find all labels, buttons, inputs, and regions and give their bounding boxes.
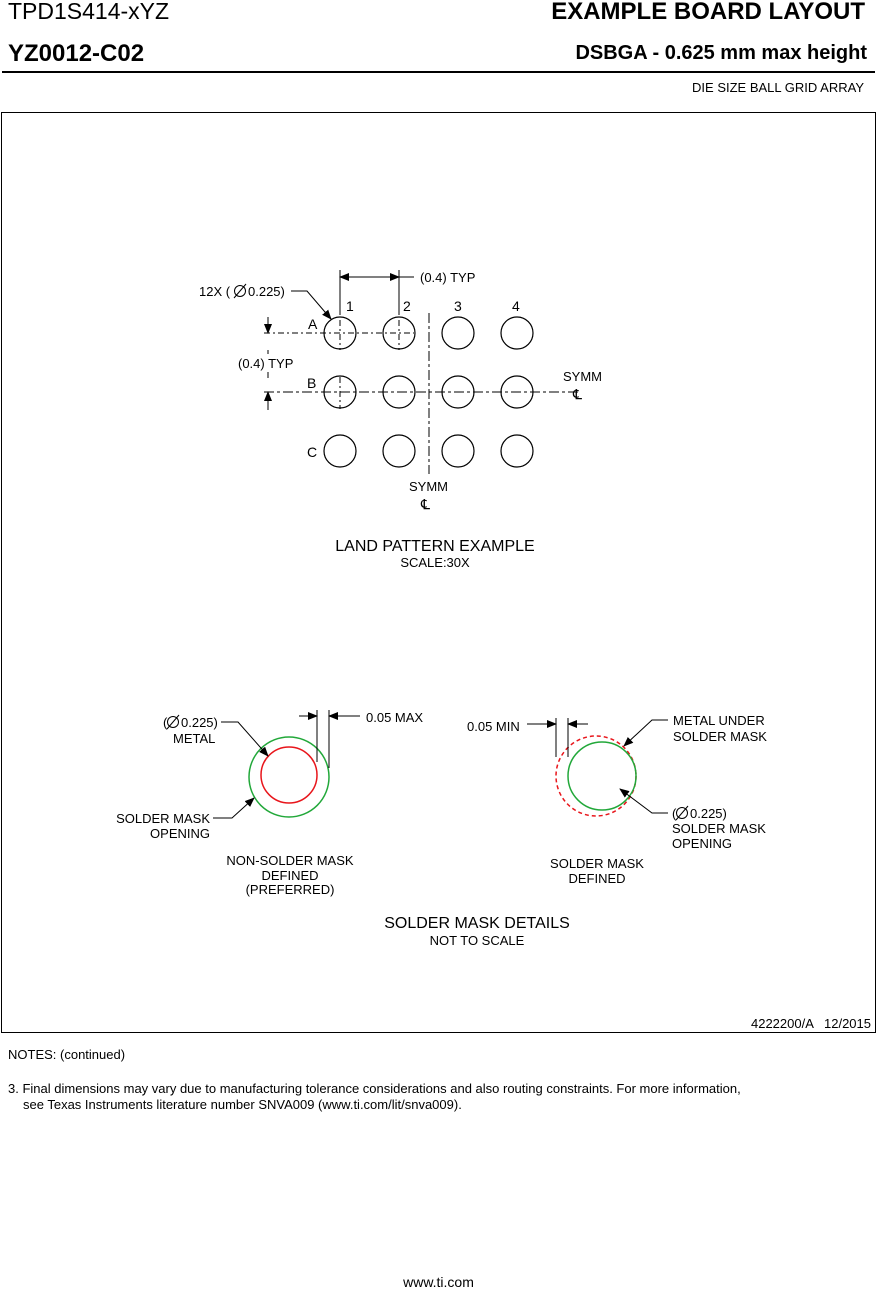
nsmd-gap-dimension [299,710,360,768]
page-title: EXAMPLE BOARD LAYOUT [551,0,865,25]
pad-count-label: 12X ( [199,284,231,299]
pad-diameter-label: 0.225) [248,284,285,299]
diameter-icon [675,805,689,821]
smd-opening-diameter: 0.225) [690,806,727,821]
row-label-a: A [308,316,318,332]
diameter-icon [233,283,247,299]
page-subtitle: DSBGA - 0.625 mm max height [575,42,867,64]
smd-name-2: DEFINED [568,871,625,886]
nsmd-opening-label-1: SOLDER MASK [116,811,210,826]
smd-gap-label: 0.05 MIN [467,719,520,734]
pitch-x-dimension [339,270,414,315]
footer-url: www.ti.com [403,1274,474,1290]
note-3-line-2: see Texas Instruments literature number … [23,1097,462,1112]
smd-metal-label-2: SOLDER MASK [673,729,767,744]
land-pattern: (0.4) TYP (0.4) TYP 12X ( 0.225) 1 2 3 4… [199,270,602,570]
smd-detail: 0.05 MIN METAL UNDER SOLDER MASK ( 0.225… [467,713,767,886]
smd-opening-label-2: OPENING [672,836,732,851]
drawing-frame [1,112,876,1033]
centerline-symbol-horizontal: ℄ [572,386,582,402]
pad-callout: 12X ( 0.225) [199,283,332,320]
nsmd-name-3: (PREFERRED) [246,882,335,897]
nsmd-opening-label-2: OPENING [150,826,210,841]
smd-opening-paren: ( [672,806,677,821]
land-pattern-title: LAND PATTERN EXAMPLE [335,538,534,555]
pad-centerlines [264,320,414,409]
nsmd-name-2: DEFINED [261,868,318,883]
column-label-2: 2 [403,298,411,314]
pad-a3 [441,316,475,350]
nsmd-gap-label: 0.05 MAX [366,710,423,725]
document-id: 4222200/A 12/2015 [751,1016,871,1031]
package-description: DIE SIZE BALL GRID ARRAY [692,80,864,95]
smd-name-1: SOLDER MASK [550,856,644,871]
nsmd-detail: 0.05 MAX ( 0.225) METAL SOLDER MASK OPEN… [116,710,423,897]
diameter-icon [166,714,180,730]
centerline-symbol-vertical: ℄ [420,496,430,512]
smd-solder-mask-opening [567,741,637,811]
solder-mask-title: SOLDER MASK DETAILS [384,915,570,932]
smd-metal-label-1: METAL UNDER [673,713,765,728]
nsmd-metal-diameter: 0.225) [181,715,218,730]
solder-mask-scale: NOT TO SCALE [430,933,525,948]
symmetry-lines [264,313,578,474]
row-label-b: B [307,375,316,391]
notes-heading: NOTES: (continued) [8,1047,126,1062]
nsmd-name-1: NON-SOLDER MASK [226,853,353,868]
pitch-x-label: (0.4) TYP [420,270,475,285]
pad-c3 [441,434,475,468]
smd-opening-label-1: SOLDER MASK [672,821,766,836]
symm-label-horizontal: SYMM [563,369,602,384]
package-code: YZ0012-C02 [8,40,145,67]
note-3-line-1: 3. Final dimensions may vary due to manu… [8,1081,741,1096]
column-label-3: 3 [454,298,462,314]
smd-gap-dimension [527,718,588,757]
pad-c1 [323,434,357,468]
nsmd-metal-pad [260,746,318,804]
part-number: TPD1S414-xYZ [8,0,170,24]
column-label-4: 4 [512,298,520,314]
header-rule [2,71,875,73]
board-layout-drawing: (0.4) TYP (0.4) TYP 12X ( 0.225) 1 2 3 4… [116,270,871,1031]
nsmd-solder-mask-opening [248,736,330,818]
pad-a4 [500,316,534,350]
column-label-1: 1 [346,298,354,314]
land-pattern-scale: SCALE:30X [400,555,470,570]
nsmd-metal-paren: ( [163,715,168,730]
row-label-c: C [307,444,317,460]
symm-label-vertical: SYMM [409,479,448,494]
nsmd-metal-label: METAL [173,731,215,746]
pad-c2 [382,434,416,468]
pad-c4 [500,434,534,468]
pitch-y-label: (0.4) TYP [238,356,293,371]
